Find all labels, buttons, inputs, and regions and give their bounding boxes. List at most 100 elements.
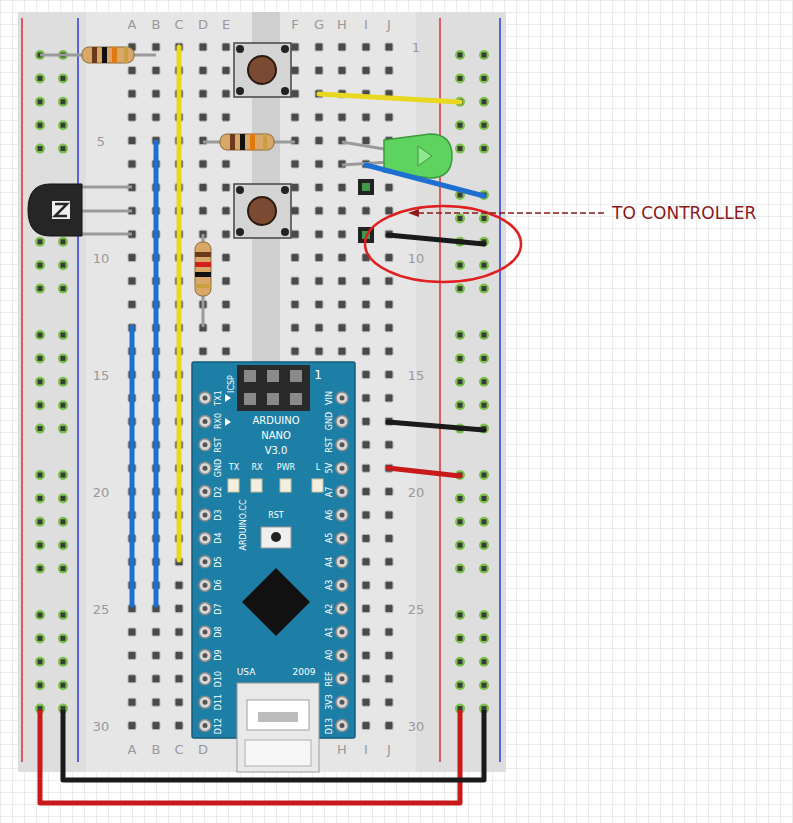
rail-hole-center <box>482 613 487 618</box>
rail-hole-center <box>61 356 66 361</box>
rail-hole-center <box>38 683 43 688</box>
breadboard-hole <box>385 183 393 191</box>
breadboard-hole <box>291 300 299 308</box>
breadboard-hole <box>128 300 136 308</box>
rail-hole <box>35 424 45 434</box>
arduino-nano-part <box>244 370 256 382</box>
push-button <box>234 184 291 238</box>
rail-hole <box>455 540 465 550</box>
breadboard-hole <box>291 230 299 238</box>
arduino-nano-part <box>280 479 291 492</box>
breadboard-hole <box>385 441 393 449</box>
rail-hole-center <box>61 403 66 408</box>
transistor-symbol-part <box>55 204 67 216</box>
rail-hole-center <box>458 566 463 571</box>
nano-pin-hole <box>340 630 345 635</box>
rail-hole-center <box>61 263 66 268</box>
header-pin-part <box>358 179 374 195</box>
arduino-nano-part <box>271 532 281 542</box>
breadboard-hole <box>385 651 393 659</box>
breadboard-hole <box>338 113 346 121</box>
push-button <box>234 43 291 97</box>
rail-hole <box>35 237 45 247</box>
push-button-part <box>248 56 276 84</box>
push-button-part <box>281 45 289 53</box>
rail-hole <box>455 120 465 130</box>
push-button-part <box>236 228 244 236</box>
rail-hole <box>479 284 489 294</box>
transistor-symbol-part <box>78 186 132 189</box>
push-button-part <box>236 87 244 95</box>
breadboard-hole <box>128 675 136 683</box>
rail-hole <box>455 377 465 387</box>
breadboard-hole <box>291 113 299 121</box>
rail-hole <box>58 517 68 527</box>
breadboard-hole <box>315 160 323 168</box>
breadboard-hole <box>128 160 136 168</box>
breadboard-hole <box>222 347 230 355</box>
rail-hole-center <box>458 613 463 618</box>
rail-hole <box>58 680 68 690</box>
nano-pin-hole <box>203 630 208 635</box>
rail-hole-center <box>38 473 43 478</box>
rail-hole-center <box>61 659 66 664</box>
rail-hole-center <box>482 99 487 104</box>
yellow-wire <box>319 94 460 102</box>
breadboard-hole <box>385 394 393 402</box>
breadboard-hole <box>222 66 230 74</box>
column-letter: D <box>198 18 208 31</box>
rail-hole <box>479 470 489 480</box>
arduino-nano-part <box>261 527 291 548</box>
rail-hole <box>58 260 68 270</box>
pin-label: REF <box>326 671 334 686</box>
breadboard-hole <box>362 300 370 308</box>
breadboard-hole <box>199 90 207 98</box>
rail-hole-center <box>482 496 487 501</box>
rail-hole-center <box>482 403 487 408</box>
nano-pin <box>336 556 348 568</box>
row-number: 1 <box>412 41 420 54</box>
rail-hole-center <box>61 473 66 478</box>
rail-hole <box>58 610 68 620</box>
rail-hole <box>58 540 68 550</box>
rail-hole <box>479 213 489 223</box>
arduino-nano-part <box>237 365 310 411</box>
nano-pin <box>336 462 348 474</box>
breadboard-hole <box>152 66 160 74</box>
breadboard-hole <box>175 605 183 613</box>
leader-line <box>416 212 604 213</box>
breadboard-hole <box>385 511 393 519</box>
resistor-symbol-part <box>240 134 245 150</box>
rail-hole-center <box>61 566 66 571</box>
rail-hole-center <box>482 659 487 664</box>
rail-hole-center <box>482 473 487 478</box>
transistor-symbol <box>28 184 132 236</box>
breadboard <box>18 12 506 772</box>
rail-hole <box>455 284 465 294</box>
breadboard-hole <box>315 277 323 285</box>
rail-hole <box>455 50 465 60</box>
rail-hole <box>35 73 45 83</box>
rail-hole <box>479 610 489 620</box>
breadboard-hole <box>385 488 393 496</box>
arduino-nano-part <box>267 393 279 405</box>
breadboard-hole <box>362 605 370 613</box>
breadboard-hole <box>199 66 207 74</box>
breadboard-hole <box>291 66 299 74</box>
nano-pin <box>336 649 348 661</box>
breadboard-hole <box>385 698 393 706</box>
rail-hole <box>455 680 465 690</box>
breadboard-hole <box>128 254 136 262</box>
rail-hole-center <box>61 543 66 548</box>
breadboard-hole <box>152 675 160 683</box>
transistor-symbol-part <box>52 201 70 219</box>
arduino-nano-part <box>290 370 302 382</box>
rail-hole <box>479 144 489 154</box>
rail-hole-center <box>38 379 43 384</box>
resistor-symbol-part <box>92 47 97 63</box>
rail-hole-center <box>61 333 66 338</box>
transistor-symbol-part <box>78 233 132 236</box>
rail-hole-center <box>38 76 43 81</box>
rail-hole <box>35 284 45 294</box>
